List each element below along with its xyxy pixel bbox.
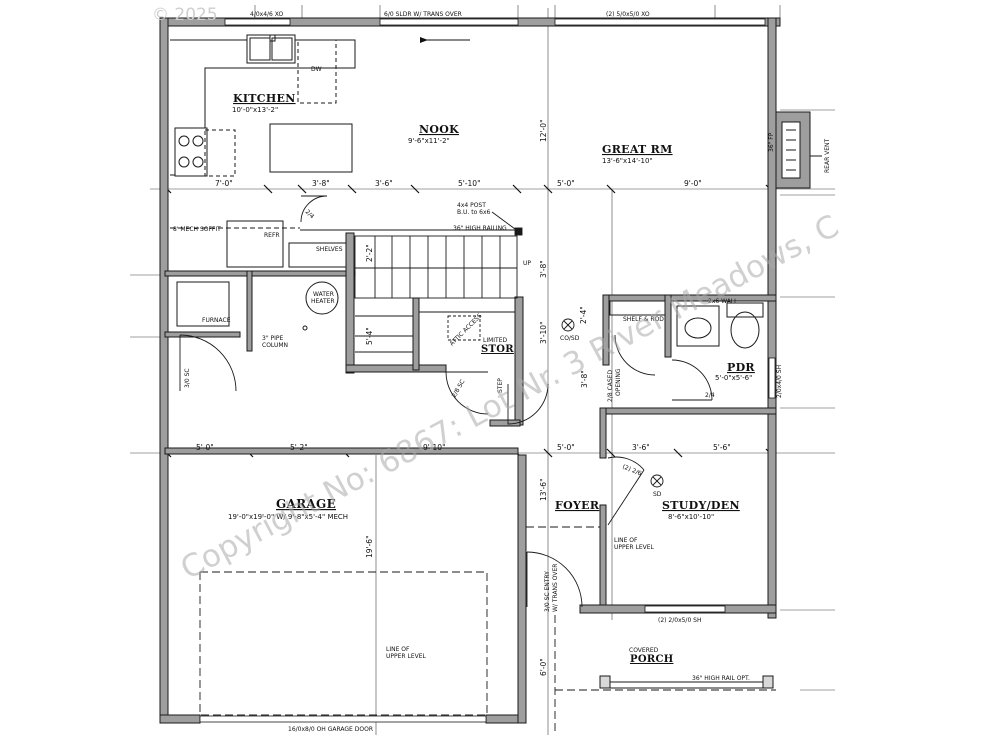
dim-right-3: 3'-8" [580,370,589,388]
water-heater-label-2: HEATER [311,298,335,305]
nook-size: 9'-6"x11'-2" [408,137,450,145]
porch-title: PORCH [630,654,673,665]
upper-level-lines [199,526,776,735]
shelf-rod-label: SHELF & ROD [623,316,664,323]
dim-pdr-vertical: 2'-4" [579,306,588,324]
study-size: 8'-6"x10'-10" [668,513,714,521]
smoke-detectors [561,318,664,488]
door-2-4-top-label: 2/4 [304,208,316,220]
wall-2x6-label: 2x6 WALL [708,298,738,305]
pipe-column-label-2: COLUMN [262,342,288,349]
window-top-right: (2) 5/0x5/0 XO [606,11,650,18]
water-heater-label-1: WATER [313,291,334,298]
rear-vent-label: REAR VENT [824,138,831,173]
dim-middle-5: 5'-6" [713,443,731,452]
fireplace-label: 36" FP [768,132,775,152]
study-title: STUDY/DEN [662,499,740,512]
garage-title: GARAGE [276,497,336,511]
door-swings [179,195,713,608]
upper-level-garage-2: UPPER LEVEL [386,653,427,660]
shelves-label: SHELVES [316,246,343,253]
dim-right-5: 6'-0" [539,658,548,676]
dim-upper-1: 3'-8" [312,179,330,188]
pipe-column-label-1: 3" PIPE [262,335,283,342]
sd-label: SD [653,491,662,498]
dim-middle-2: 9'-10" [423,443,446,452]
step-label: STEP [497,378,504,393]
garage-door-label: 16/0x8/0 OH GARAGE DOOR [288,726,373,733]
furnace-label: FURNACE [202,317,231,324]
porch-covered-label: COVERED [629,647,659,654]
dim-upper-3: 5'-10" [458,179,481,188]
dim-right-1: 3'-8" [539,260,548,278]
great-room-title: GREAT RM [602,143,673,156]
windows [199,18,776,723]
pdr-title: PDR [727,361,755,374]
railing-label: 36" HIGH RAILING [453,225,507,232]
dim-upper-4: 5'-0" [557,179,575,188]
dim-right-2: 3'-10" [539,321,548,344]
window-top-left: 4/0x4/6 XO [250,11,283,18]
fireplace [775,111,822,189]
dim-middle-4: 3'-6" [632,443,650,452]
dim-garage-vertical: 19'-6" [365,535,374,558]
dw-label: DW [311,66,322,73]
limited-label: LIMITED [483,337,508,344]
stor-title: STOR [481,344,514,355]
dim-upper-2: 3'-6" [375,179,393,188]
dimensions-vertical: 2'-2" 5'-4" 12'-0" 3'-8" 3'-10" 3'-8" 13… [365,119,589,676]
kitchen-title: KITCHEN [233,92,296,105]
dim-middle-3: 5'-0" [557,443,575,452]
attic-access-label: ATTIC ACCESS [448,312,483,347]
door-2-4-pdr-label: 2/4 [705,392,715,399]
up-label: UP [523,260,531,267]
foyer-title: FOYER [555,499,600,512]
dimensions-middle: 5'-0" 5'-2" 9'-10" 5'-0" 3'-6" 5'-6" [196,443,731,452]
opening-label-1: 2/8 CASED [607,370,614,402]
dim-right-4: 13'-6" [539,478,548,501]
windows-study-label: (2) 2/0x5/0 SH [658,617,702,624]
post-label-1: 4x4 POST [457,202,486,209]
copyright-badge: © 2025 [152,5,218,25]
dim-middle-1: 5'-2" [290,443,308,452]
kitchen-size: 10'-0"x13'-2" [232,106,278,114]
nook-title: NOOK [419,123,459,136]
dim-stair-1: 5'-4" [365,327,374,345]
entry-door-label-1: 3/0 SC ENTRY [544,571,551,612]
opening-label-2: OPENING [615,368,622,396]
dim-middle-0: 5'-0" [196,443,214,452]
dim-upper-5: 9'-0" [684,179,702,188]
upper-level-garage-1: LINE OF [386,646,410,653]
post-label-2: B.U. to 6x6 [457,209,491,216]
door-3-0-sc-label: 3/0 SC [184,368,191,388]
dim-right-0: 12'-0" [539,119,548,142]
pdr-size: 5'-0"x5'-6" [715,374,752,382]
slider-top: 6/0 SLDR W/ TRANS OVER [384,11,462,18]
mech-soffit-label: 8' MECH SOFFIT [173,226,221,233]
garage-size: 19'-0"x19'-0" W/ 9'-8"x5'-4" MECH [228,513,348,521]
staircase [300,211,523,353]
watermark-text: Copyright No: 6867: Lot Nr. 3 River Mead… [175,208,845,587]
refr-label: REFR [264,232,280,239]
upper-level-foyer-2: UPPER LEVEL [614,544,655,551]
window-pdr-label: 2/0x4/0 SH [776,365,783,398]
porch-rail-label: 36" HIGH RAIL OPT. [692,675,750,682]
kitchen-fixtures [170,34,356,331]
dim-upper-0: 7'-0" [215,179,233,188]
upper-level-foyer-1: LINE OF [614,537,638,544]
pdr-fixtures [609,300,764,349]
dimensions-upper: 7'-0" 3'-8" 3'-6" 5'-10" 5'-0" 9'-0" [215,179,702,188]
dim-stair-0: 2'-2" [365,244,374,262]
entry-door-label-2: W/ TRANS OVER [552,564,559,612]
door-2-8-sc-label: 2/8 SC [451,379,467,399]
co-sd-label: CO/SD [560,335,580,342]
great-room-size: 13'-6"x14'-10" [602,157,653,165]
